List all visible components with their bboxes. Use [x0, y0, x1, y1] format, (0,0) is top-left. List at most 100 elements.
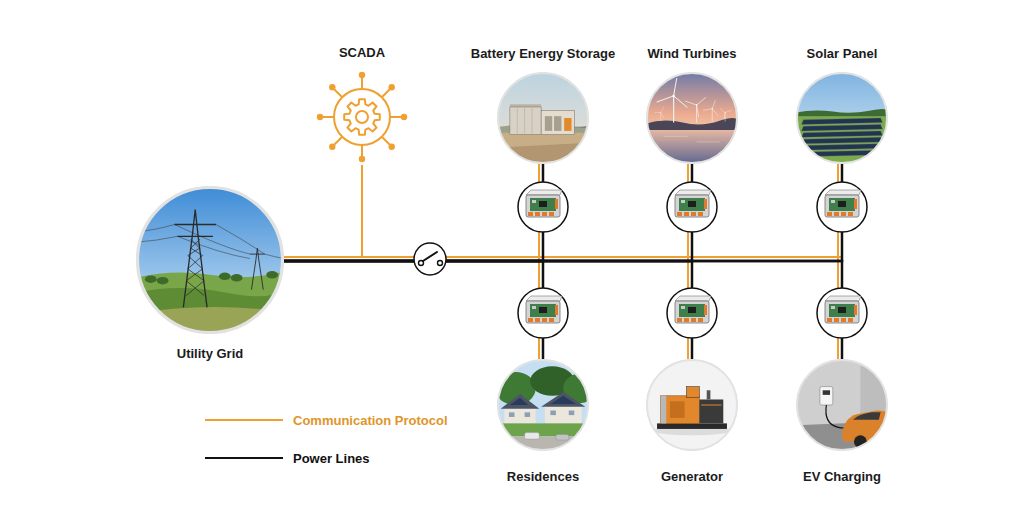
- illustration-part: [724, 112, 725, 119]
- illustration-part: [504, 407, 535, 424]
- illustration-part: [686, 101, 697, 105]
- illustration-part: [390, 116, 401, 118]
- illustration-part: [317, 114, 323, 120]
- illustration-part: [329, 84, 335, 90]
- illustration-part: [498, 73, 588, 163]
- legend-line-sample: [205, 457, 283, 459]
- communication-lines: [284, 164, 842, 359]
- illustration-part: [174, 210, 264, 308]
- illustration-part: [497, 423, 589, 436]
- illustration-part: [334, 89, 390, 145]
- illustration-part: [574, 127, 586, 128]
- illustration-part: [525, 433, 540, 439]
- image-node: Wind Turbines: [646, 46, 738, 164]
- illustration-part: [674, 79, 677, 96]
- node-shape: [796, 72, 888, 164]
- illustration-part: [646, 359, 738, 451]
- node-shape: [497, 359, 589, 451]
- illustration-part: [646, 72, 738, 164]
- node-label: Wind Turbines: [647, 46, 736, 62]
- illustration-part: [802, 124, 883, 130]
- illustration-part: [497, 436, 589, 451]
- illustration-part: [517, 108, 518, 134]
- legend-entry: Communication Protocol: [205, 410, 448, 430]
- controller-device: [518, 182, 568, 232]
- image-node: Generator: [646, 359, 738, 485]
- illustration-part: [388, 84, 394, 90]
- illustration-part: [647, 360, 737, 450]
- power-line: [284, 261, 692, 359]
- image-node: Battery Energy Storage: [471, 46, 616, 164]
- power-line: [284, 164, 842, 261]
- illustration-part: [712, 109, 713, 122]
- switch-contact: [438, 261, 443, 266]
- illustration-part: [796, 116, 888, 164]
- illustration-part: [670, 401, 685, 418]
- illustration-part: [359, 72, 365, 78]
- node-illustration: [646, 72, 738, 164]
- illustration-part: [497, 359, 589, 451]
- legend-entry: Power Lines: [205, 448, 448, 468]
- illustration-part: [646, 359, 738, 451]
- illustration-part: [250, 254, 265, 255]
- node-illustration: [796, 359, 888, 451]
- legend-text: Communication Protocol: [293, 413, 448, 428]
- illustration-part: [661, 112, 664, 117]
- image-node: EV Charging: [796, 359, 888, 485]
- illustration-part: [802, 131, 883, 137]
- illustration-part: [501, 394, 540, 409]
- illustration-part: [145, 276, 157, 283]
- illustration-part: [157, 277, 169, 284]
- switch-outline: [414, 243, 446, 275]
- illustration-part: [266, 271, 278, 278]
- node-label: Generator: [661, 469, 723, 485]
- illustration-part: [712, 109, 718, 116]
- illustration-part: [356, 111, 368, 123]
- legend-line-sample: [205, 419, 283, 421]
- node-label: Solar Panel: [807, 46, 878, 62]
- illustration-part: [541, 111, 574, 135]
- node-shape: [646, 72, 738, 164]
- illustration-part: [657, 423, 727, 429]
- illustration-part: [699, 399, 723, 423]
- illustration-part: [231, 274, 243, 281]
- illustration-part: [707, 390, 711, 399]
- illustration-part: [334, 137, 342, 145]
- illustration-part: [661, 396, 667, 424]
- illustration-part: [655, 112, 661, 113]
- communication-line: [284, 165, 362, 257]
- illustration-part: [661, 396, 700, 424]
- power-line: [284, 164, 543, 261]
- scada-node: SCADA: [314, 45, 410, 165]
- illustration-part: [186, 239, 204, 295]
- illustration-part: [661, 107, 664, 112]
- node-illustration: [796, 72, 888, 164]
- illustration-part: [712, 108, 713, 109]
- illustration-part: [531, 108, 532, 134]
- illustration-part: [219, 273, 231, 280]
- image-node: Utility Grid: [136, 186, 284, 362]
- controller-device: [667, 288, 717, 338]
- illustration-part: [796, 72, 888, 164]
- illustration-part: [820, 387, 833, 405]
- node-illustration: [646, 359, 738, 451]
- illustration-part: [802, 144, 883, 150]
- illustration-part: [853, 412, 881, 419]
- illustration-part: [564, 118, 571, 131]
- illustration-part: [712, 101, 715, 109]
- illustration-part: [317, 72, 407, 162]
- node-label: Residences: [507, 469, 579, 485]
- illustration-part: [796, 359, 888, 451]
- illustration-part: [541, 392, 585, 407]
- switch-symbol: [414, 243, 446, 275]
- illustration-part: [672, 95, 674, 97]
- illustration-part: [802, 137, 883, 143]
- illustration-part: [697, 141, 720, 142]
- node-shape: [314, 69, 410, 165]
- illustration-part: [388, 143, 394, 149]
- illustration-part: [550, 396, 576, 404]
- illustration-part: [720, 108, 725, 112]
- illustration-part: [646, 72, 738, 130]
- communication-bus: [284, 256, 842, 258]
